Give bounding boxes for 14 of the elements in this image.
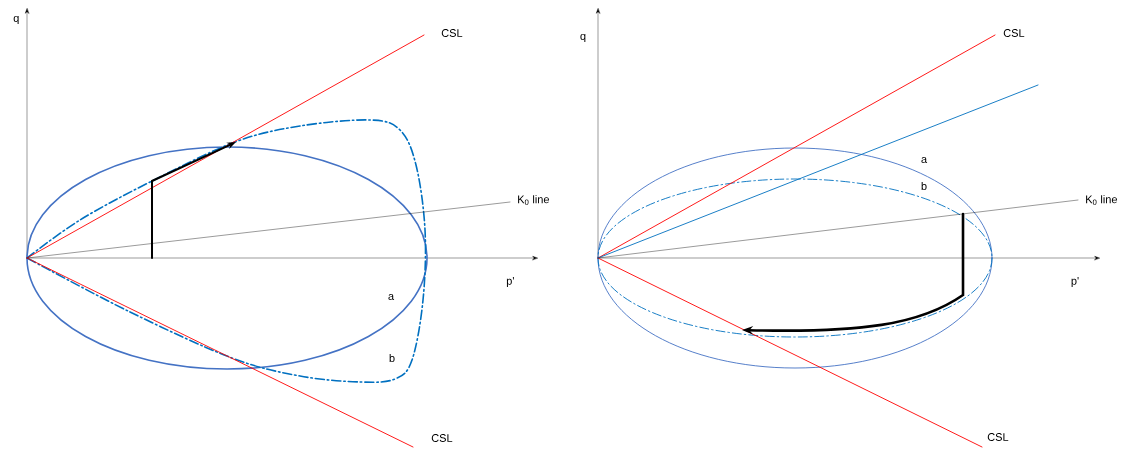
- axis-label: q: [13, 15, 19, 25]
- line-label: K$_{0}$ line: [1086, 195, 1117, 205]
- line-label: CSL: [987, 433, 1009, 441]
- line-label: CSL: [441, 29, 463, 37]
- line-label: K$_{0}$ line: [518, 195, 549, 205]
- curve-label: b: [921, 181, 927, 191]
- curve-label: b: [389, 353, 395, 363]
- axis-label: p': [506, 277, 514, 287]
- line-label: CSL: [431, 434, 453, 442]
- curve-label: a: [388, 294, 395, 300]
- axis-label: p': [1071, 277, 1079, 287]
- line-label: CSL: [1003, 29, 1025, 37]
- axis-label: q: [580, 33, 586, 43]
- curve-label: a: [921, 157, 928, 163]
